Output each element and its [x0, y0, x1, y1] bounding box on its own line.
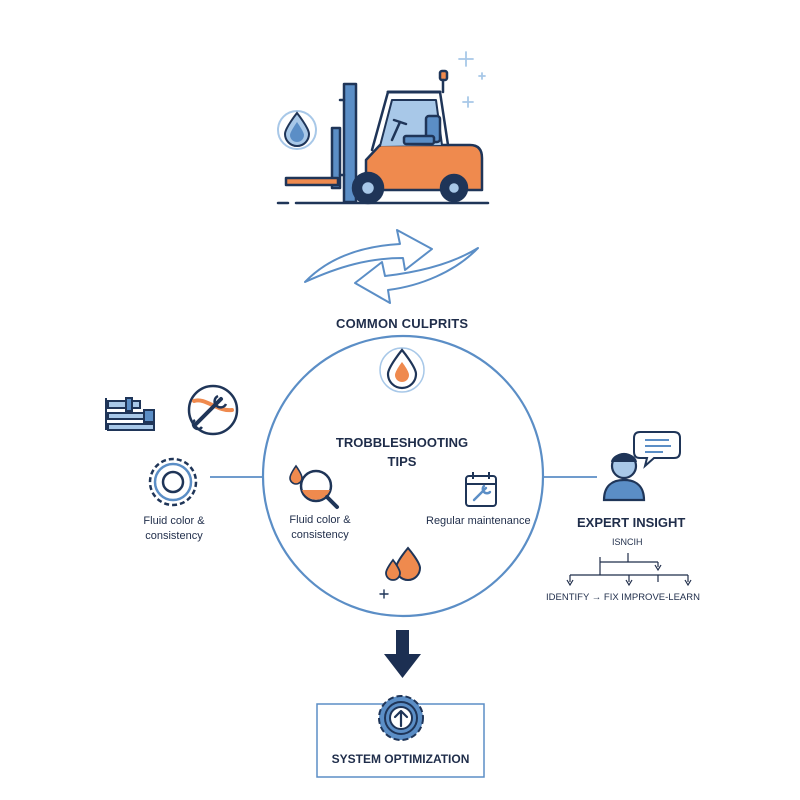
inner-left-label-line2: consistency: [291, 529, 349, 541]
swap-arrows-icon: [304, 229, 479, 304]
gear-icon: [148, 457, 198, 507]
system-optimization-label: SYSTEM OPTIMIZATION: [331, 752, 470, 766]
inner-right-label: Regular maintenance: [426, 515, 531, 527]
water-drop-icon: [277, 110, 317, 150]
troubleshooting-circle: [261, 334, 545, 618]
center-title-line2: TIPS: [387, 454, 417, 469]
process-tree: [566, 553, 692, 587]
inner-left-label: Fluid color & consistency: [276, 513, 364, 543]
sparkle-icon: [458, 51, 486, 108]
water-drop-icon: [379, 347, 425, 393]
center-title: TROBBLESHOOTING TIPS: [332, 433, 472, 471]
person-icon: [602, 452, 646, 502]
settings-upload-icon: [378, 695, 424, 741]
left-outer-label-line1: Fluid color &: [143, 515, 205, 527]
left-outer-label: Fluid color & consistency: [128, 514, 220, 544]
down-arrow-icon: [384, 630, 421, 678]
section-header: COMMON CULPRITS: [336, 316, 469, 331]
forklift-icon: [276, 69, 490, 205]
pipe-icon: [105, 397, 155, 431]
expert-subtitle: ISNCIH: [612, 537, 643, 547]
left-outer-label-line2: consistency: [145, 530, 203, 542]
center-title-line1: TROBBLESHOOTING: [335, 435, 469, 450]
wrench-icon: [187, 384, 239, 436]
calendar-wrench-icon: [465, 472, 497, 507]
expert-steps: IDENTIFY → FIX IMPROVE-LEARN: [546, 592, 700, 603]
drops-icon: [379, 546, 422, 599]
magnifier-drop-icon: [289, 464, 339, 509]
chat-bubble-icon: [633, 431, 681, 469]
inner-left-label-line1: Fluid color &: [289, 514, 351, 526]
expert-title: EXPERT INSIGHT: [577, 515, 686, 530]
